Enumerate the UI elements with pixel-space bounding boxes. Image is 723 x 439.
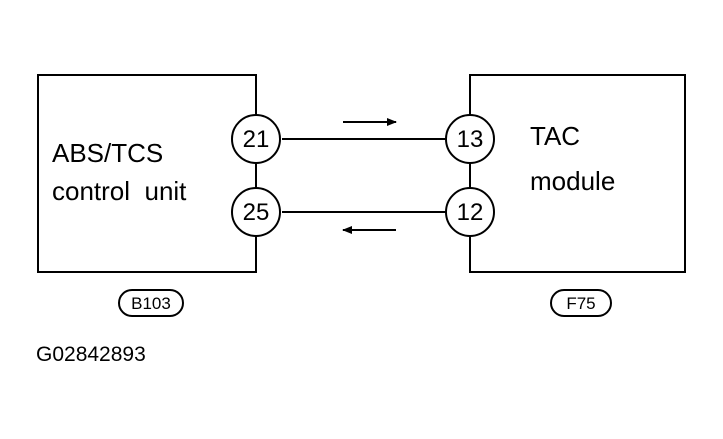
tac-module-box <box>469 74 686 273</box>
svg-text:F75: F75 <box>566 294 595 313</box>
svg-text:21: 21 <box>243 126 270 153</box>
pin-21: 21 <box>231 114 281 164</box>
right-unit-label-line1: TAC <box>530 121 580 151</box>
svg-text:B103: B103 <box>131 294 171 313</box>
figure-code: G02842893 <box>36 343 146 366</box>
abs-tcs-control-unit-box <box>37 74 257 273</box>
pin-12: 12 <box>445 187 495 237</box>
svg-text:12: 12 <box>457 199 484 226</box>
svg-text:13: 13 <box>457 126 484 153</box>
pin-25: 25 <box>231 187 281 237</box>
pin-13: 13 <box>445 114 495 164</box>
left-unit-label-line1: ABS/TCS <box>52 138 163 168</box>
left-unit-label-line2: control unit <box>52 176 187 206</box>
right-unit-label-line2: module <box>530 166 615 196</box>
connector-b103: B103 <box>118 289 184 317</box>
svg-text:25: 25 <box>243 199 270 226</box>
connector-f75: F75 <box>550 289 612 317</box>
